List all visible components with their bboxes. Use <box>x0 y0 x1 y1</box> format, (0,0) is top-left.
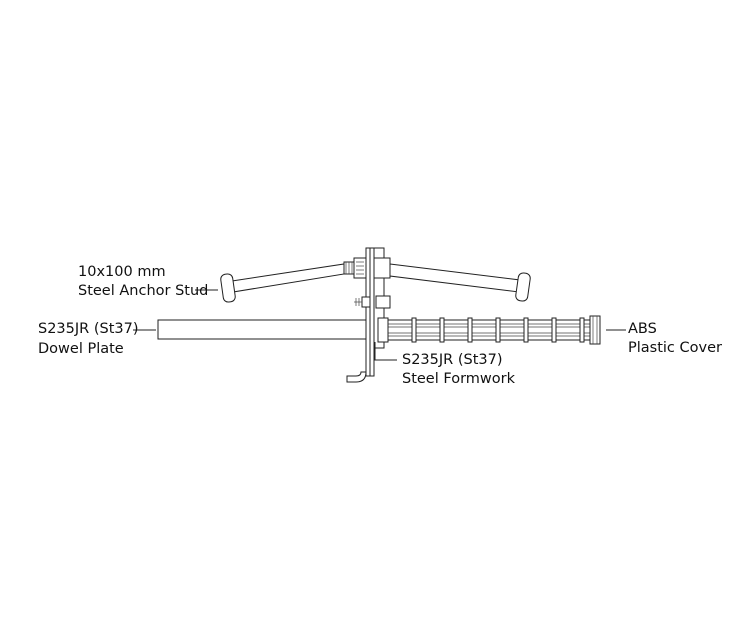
leader-lines <box>133 289 626 361</box>
anchor-stud-left <box>220 263 345 303</box>
anchor-stud-size-label: 10x100 mm <box>78 264 166 280</box>
dowel-plate <box>157 319 379 340</box>
anchor-stud-name-label: Steel Anchor Stud <box>78 283 208 299</box>
dowel-plate-material-label: S235JR (St37) <box>38 321 139 337</box>
anchor-nuts <box>343 257 391 279</box>
plastic-cover <box>589 315 601 345</box>
small-bolt <box>354 295 391 309</box>
formwork-name-label: Steel Formwork <box>402 371 516 387</box>
dowel-plate-name-label: Dowel Plate <box>38 341 124 357</box>
formwork-material-label: S235JR (St37) <box>402 352 503 368</box>
anchor-stud-right <box>389 263 531 302</box>
cover-name-label: Plastic Cover <box>628 340 722 356</box>
dowel-sleeve <box>377 317 593 343</box>
cover-material-label: ABS <box>628 321 657 337</box>
